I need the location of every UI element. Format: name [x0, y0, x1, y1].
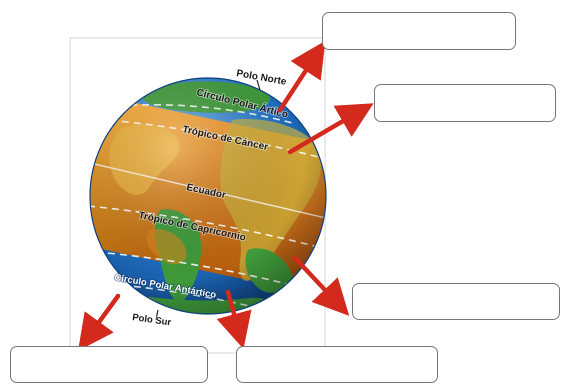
north-pole-tick — [256, 79, 261, 91]
arrow-cancer — [287, 103, 374, 155]
arrow-capricorn — [292, 255, 350, 316]
answer-box-4[interactable] — [10, 346, 208, 383]
globe — [90, 78, 326, 314]
arrow-antarctic — [78, 293, 121, 351]
answer-box-1[interactable] — [322, 12, 516, 50]
answer-box-3[interactable] — [352, 283, 560, 320]
arrows — [78, 40, 374, 351]
arrow-north — [277, 40, 326, 113]
answer-box-2[interactable] — [374, 84, 556, 122]
south-pole-tick — [155, 309, 159, 321]
answer-box-5[interactable] — [236, 346, 438, 383]
arrow-south — [216, 289, 252, 350]
